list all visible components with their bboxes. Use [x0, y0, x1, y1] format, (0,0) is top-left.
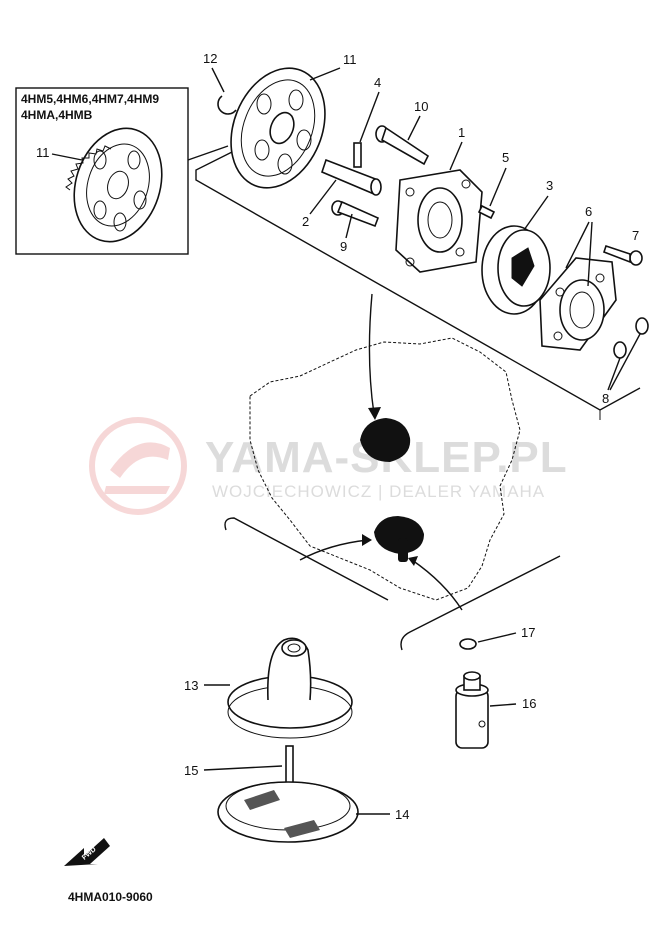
assembly-arrowhead [368, 407, 381, 420]
bolt-10-part [375, 125, 430, 166]
mount-upper-shape [360, 418, 411, 462]
watermark-logo [89, 417, 187, 515]
pin-part [353, 142, 362, 168]
callout-1: 1 [458, 125, 465, 140]
callout-10: 10 [414, 99, 428, 114]
callout-2: 2 [302, 214, 309, 229]
pump-cover-part [539, 257, 617, 351]
callout-4: 4 [374, 75, 381, 90]
callout-8: 8 [602, 391, 609, 406]
valve-arrowhead [408, 556, 418, 566]
callout-17: 17 [521, 625, 535, 640]
inset-models-line2: 4HMA,4HMB [21, 108, 93, 122]
strainer-arrow [299, 539, 369, 561]
drive-gear-part [230, 67, 326, 189]
callout-13: 13 [184, 678, 198, 693]
inset-gear-icon [65, 127, 163, 243]
screw-7-part [602, 244, 643, 266]
fwd-arrow-icon: FWD [64, 838, 110, 866]
relief-valve-part [455, 671, 489, 749]
diagram-code: 4HMA010-9060 [68, 890, 153, 904]
pump-housing-part [395, 169, 483, 273]
pump-assembly-tray [195, 149, 641, 420]
o-ring-17-part [459, 638, 477, 650]
lower-tray [224, 517, 561, 651]
callout-11: 11 [343, 52, 357, 67]
circlip-part [217, 95, 237, 115]
watermark-subtitle: WOJCIECHOWICZ | DEALER YAMAHA [212, 482, 545, 501]
callout-15: 15 [184, 763, 198, 778]
inset-models-line1: 4HM5,4HM6,4HM7,4HM9 [21, 92, 159, 106]
strainer-arrowhead [362, 534, 372, 546]
callout-7: 7 [632, 228, 639, 243]
dowel-pin-part [477, 204, 496, 220]
callout-14: 14 [395, 807, 409, 822]
mount-lower-shape [374, 516, 424, 562]
bolt-9-part [331, 200, 380, 228]
inset-box: 4HM5,4HM6,4HM7,4HM9 4HMA,4HMB 11 [15, 87, 229, 255]
strainer-housing-part [227, 637, 353, 739]
callout-12: 12 [203, 51, 217, 66]
callout-5: 5 [502, 150, 509, 165]
callout-16: 16 [522, 696, 536, 711]
callout-inset-11: 11 [36, 145, 50, 160]
assembly-arrow [368, 293, 375, 415]
valve-arrow [411, 559, 463, 611]
callout-6: 6 [585, 204, 592, 219]
oil-strainer-part [217, 781, 359, 843]
watermark: YAMA-SKLEP.PL WOJCIECHOWICZ | DEALER YAM… [89, 417, 567, 515]
callout-9: 9 [340, 239, 347, 254]
rotor-assembly-part [481, 225, 551, 315]
callout-3: 3 [546, 178, 553, 193]
pump-shaft-part [321, 158, 382, 196]
